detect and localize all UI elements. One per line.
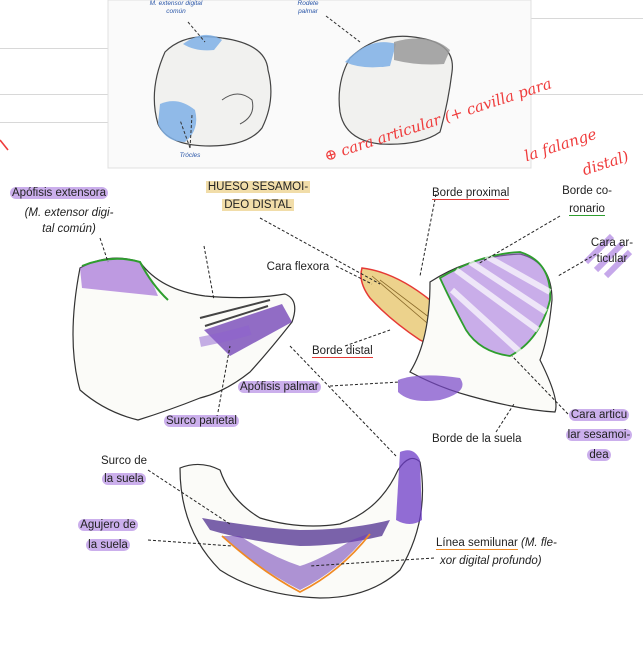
page-rule xyxy=(530,94,643,95)
label-cara-articular-1: Cara ar- xyxy=(590,237,634,249)
label-m-extensor-1: (M. extensor digi- xyxy=(24,207,114,219)
label-surco-parietal: Surco parietal xyxy=(164,415,239,427)
page-rule xyxy=(530,18,643,19)
label-apofisis-palmar: Apófisis palmar xyxy=(238,381,321,393)
coffin-bone-lateral xyxy=(72,257,296,421)
margin-mark xyxy=(0,139,9,151)
label-hueso-1: HUESO SESAMOI- xyxy=(205,181,311,193)
page-rule xyxy=(0,94,140,95)
label-agujero-suela-1: Agujero de xyxy=(78,519,138,531)
leader-line xyxy=(189,114,193,149)
label-linea-semilunar-2: xor digital profundo) xyxy=(440,555,542,567)
leader-line xyxy=(325,15,361,43)
label-borde-distal: Borde distal xyxy=(312,345,373,358)
label-cara-flexora: Cara flexora xyxy=(266,261,330,273)
label-cara-art-sesamoidea-3: dea xyxy=(587,449,611,461)
label-borde-coronario-1: Borde co- xyxy=(562,185,612,197)
label-hueso-2: DEO DISTAL xyxy=(222,199,294,211)
label-surco-suela-1: Surco de xyxy=(100,455,148,467)
coffin-bone-posterior xyxy=(398,251,557,413)
top-right-bone xyxy=(338,35,453,145)
label-agujero-suela-2: la suela xyxy=(86,539,130,551)
leader-line xyxy=(187,21,206,43)
label-borde-coronario-2: ronario xyxy=(569,203,605,216)
label-cara-articular-2: ticular xyxy=(596,253,628,265)
label-linea-semilunar-1: Línea semilunar (M. fle- xyxy=(436,537,557,550)
top-left-bone xyxy=(153,34,272,147)
leader-lines xyxy=(99,193,597,567)
label-cara-art-sesamoidea-2: lar sesamoi- xyxy=(565,429,633,441)
label-borde-suela: Borde de la suela xyxy=(432,433,522,445)
coffin-bone-solar xyxy=(179,450,424,599)
label-borde-proximal: Borde proximal xyxy=(432,187,510,200)
label-cara-art-sesamoidea-1: Cara articu xyxy=(568,409,630,421)
label-rodete-palmar: Rodete palmar xyxy=(297,0,319,15)
label-m-extensor-2: tal común) xyxy=(42,223,96,235)
label-trocles: Trócles xyxy=(179,152,201,159)
page-rule xyxy=(0,122,140,123)
label-apofisis-extensora: Apófisis extensora xyxy=(10,187,108,199)
label-surco-suela-2: la suela xyxy=(102,473,146,485)
page-rule xyxy=(0,48,140,49)
label-extensor-digital-comun: M. extensor digital común xyxy=(149,0,203,15)
